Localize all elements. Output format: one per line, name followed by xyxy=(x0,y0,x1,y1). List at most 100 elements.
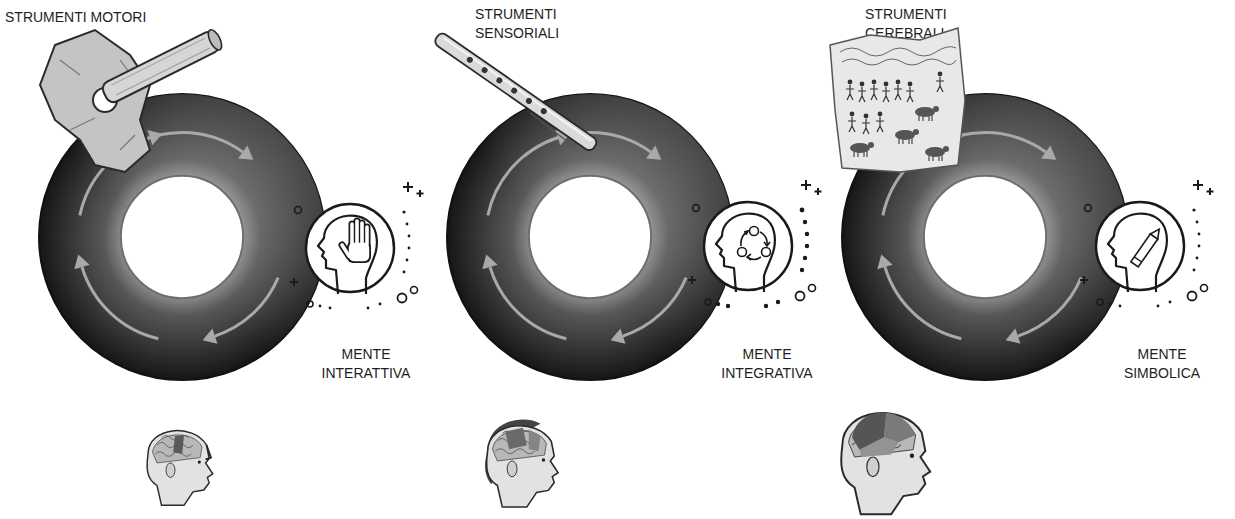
hand-axe-tool xyxy=(60,60,135,150)
flute-tool xyxy=(433,31,599,152)
ring-gloss xyxy=(447,94,733,380)
cycle-ring: STRUMENTI SENSORIALI xyxy=(445,92,735,382)
cycle-arrow xyxy=(623,278,686,336)
ring-outline xyxy=(840,92,1130,382)
flute-tool xyxy=(466,56,474,64)
flute-tool xyxy=(430,31,599,156)
mind-icon-symbolic xyxy=(1131,227,1163,267)
archaic-human-head xyxy=(505,428,527,450)
mind-circle: MENTE INTEGRATIVA xyxy=(702,200,794,292)
rock-art-tool xyxy=(915,106,939,121)
cycle-arrowhead xyxy=(555,130,570,145)
mind-icon-symbolic xyxy=(1131,234,1158,267)
cycle-arrow xyxy=(80,138,150,216)
mind-icon-symbolic xyxy=(1134,257,1141,262)
mind-circle: MENTE INTERATTIVA xyxy=(304,202,396,294)
mind-icon-interactive xyxy=(347,241,371,263)
cycle-arrowhead xyxy=(950,130,965,145)
mind-label: MENTE SIMBOLICA xyxy=(1107,345,1217,383)
ring-shape xyxy=(842,94,1128,380)
cycle-arrow xyxy=(215,278,278,336)
tool-label: STRUMENTI CEREBRALI xyxy=(865,5,965,43)
mind-circle-shape xyxy=(306,204,394,292)
rock-art-tool xyxy=(846,80,854,100)
cycle-arrow xyxy=(885,267,961,339)
ring-hole xyxy=(529,176,651,298)
flute-tool xyxy=(444,38,592,141)
archaic-human-head xyxy=(529,430,541,452)
ape-head xyxy=(206,445,211,459)
cycle-arrow xyxy=(1018,278,1081,336)
cycle-arrow xyxy=(82,267,158,339)
cycle-arrowhead xyxy=(238,146,253,160)
cycle-arrow xyxy=(488,138,558,216)
mind-icon-interactive xyxy=(318,216,377,294)
mind-icon-interactive xyxy=(342,221,367,256)
flute-tool xyxy=(480,66,488,74)
mind-icon-interactive xyxy=(290,182,424,309)
mind-icon-integrative xyxy=(741,231,767,260)
mind-icon-interactive xyxy=(342,221,367,256)
mind-circle-shape xyxy=(1096,202,1184,290)
rock-art-tool xyxy=(894,80,902,100)
mind-icon-integrative xyxy=(738,248,747,257)
mind-icon-symbolic xyxy=(1150,227,1163,240)
modern-human-head xyxy=(841,413,930,515)
ring-shape xyxy=(39,94,325,380)
mind-icon-interactive xyxy=(349,243,369,261)
flute-tool xyxy=(510,86,518,94)
ring-hole xyxy=(121,176,243,298)
rock-art-tool xyxy=(876,112,884,132)
cycle-ring: STRUMENTI MOTORI xyxy=(37,92,327,382)
mind-circle: MENTE SIMBOLICA xyxy=(1094,200,1186,292)
rock-art-tool xyxy=(858,82,866,102)
ape-head xyxy=(147,431,213,506)
hand-axe-tool xyxy=(100,28,224,105)
hand-axe-tool xyxy=(40,28,224,172)
ring-gloss xyxy=(39,94,325,380)
rock-art-tool xyxy=(830,28,965,172)
cycle-arrowhead xyxy=(74,255,89,270)
ape-head xyxy=(173,435,184,454)
mind-icon-integrative xyxy=(688,180,822,307)
rock-art-tool xyxy=(906,82,914,102)
ring-outline xyxy=(37,92,327,382)
modern-human-head xyxy=(859,437,898,457)
ring-body xyxy=(39,94,325,380)
rock-art-tool xyxy=(830,28,965,172)
mind-icon-integrative xyxy=(762,248,771,257)
rock-art-tool xyxy=(870,80,878,100)
mind-icon-integrative xyxy=(750,227,759,236)
mind-icon-symbolic xyxy=(1080,180,1214,307)
rock-art-tool xyxy=(895,129,919,144)
rock-art-tool xyxy=(850,142,874,157)
mind-label: MENTE INTERATTIVA xyxy=(311,345,421,383)
rock-art-tool xyxy=(848,112,856,132)
cycle-arrowhead xyxy=(147,130,162,145)
tool-label: STRUMENTI SENSORIALI xyxy=(475,5,575,43)
ring-gloss xyxy=(842,94,1128,380)
hand-axe-tool xyxy=(100,29,222,105)
flute-tool xyxy=(540,107,548,115)
cycle-ring: STRUMENTI CEREBRALI xyxy=(840,92,1130,382)
circle-outline xyxy=(1094,200,1186,292)
hand-axe-tool xyxy=(40,30,150,172)
hand-axe-tool xyxy=(206,28,225,52)
mind-icon-symbolic xyxy=(1080,180,1214,307)
rock-art-tool xyxy=(925,146,949,161)
rock-art-tool xyxy=(936,72,944,92)
mind-icon-integrative xyxy=(688,180,822,307)
ring-body xyxy=(842,94,1128,380)
circle-outline xyxy=(702,200,794,292)
modern-human-head xyxy=(884,413,916,442)
archaic-human-head xyxy=(487,426,559,507)
flute-tool xyxy=(529,113,578,149)
ring-hole xyxy=(924,176,1046,298)
ring-shape xyxy=(447,94,733,380)
cycle-arrowhead xyxy=(646,146,661,160)
cycle-arrowhead xyxy=(1006,328,1021,343)
tool-label: STRUMENTI MOTORI xyxy=(5,8,180,27)
rock-art-tool xyxy=(840,47,956,65)
